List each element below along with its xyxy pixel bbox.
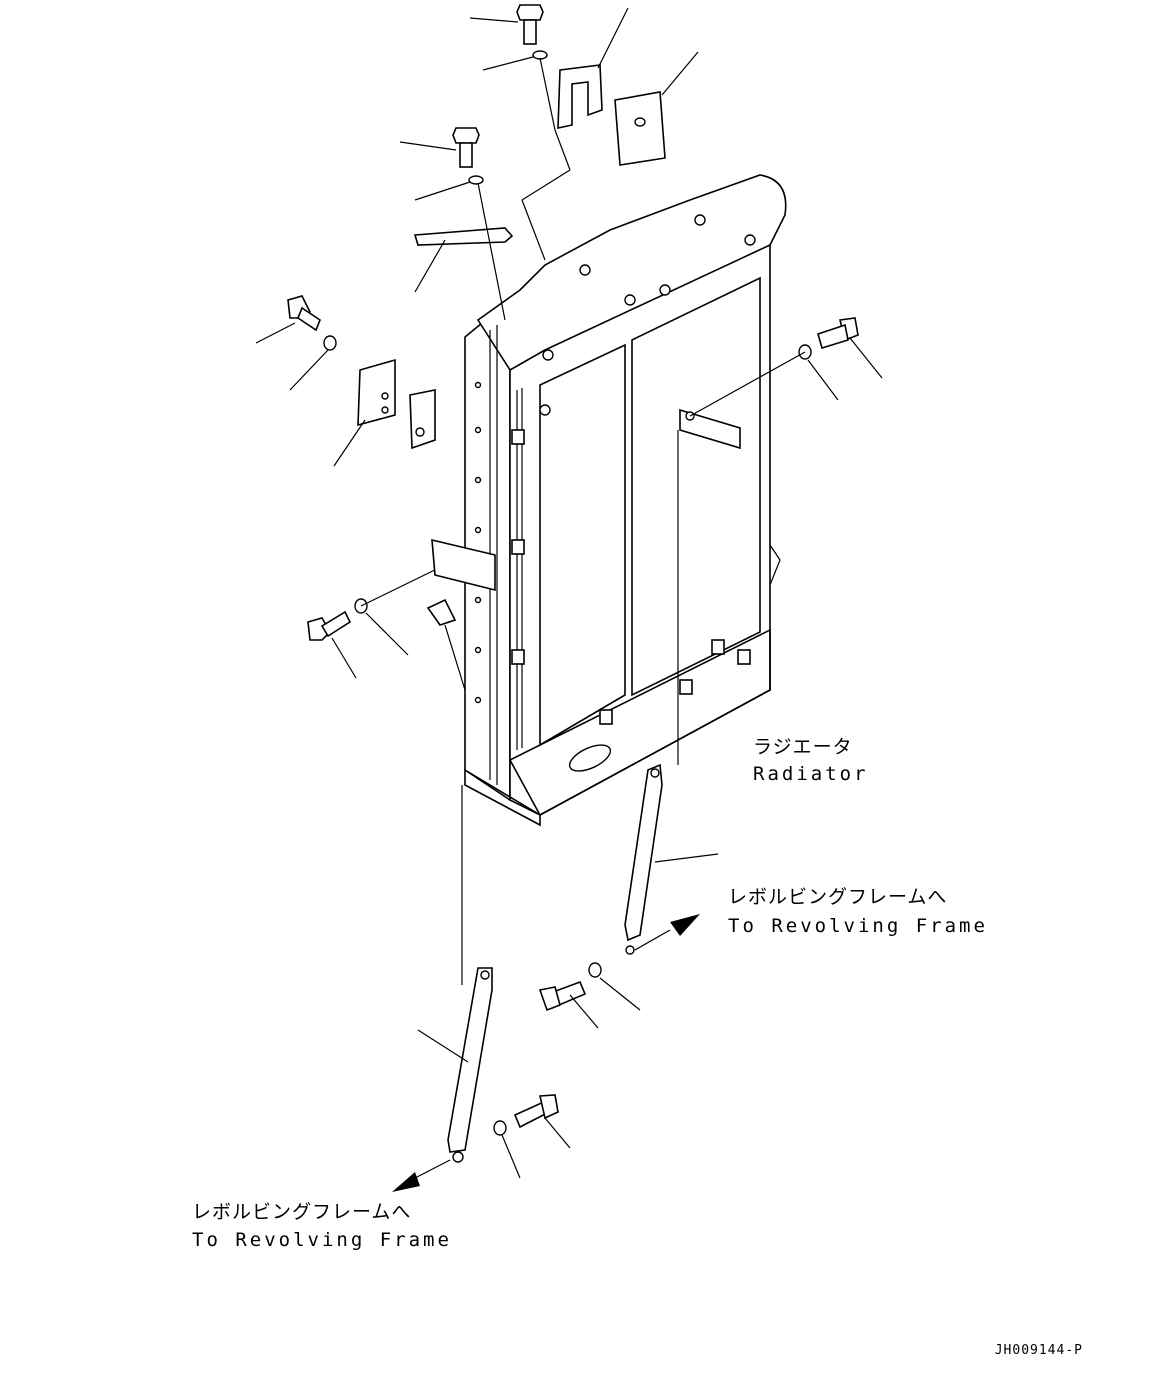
document-id: JH009144-P [994, 1343, 1083, 1358]
side-bracket [409, 389, 436, 450]
radiator-base [464, 768, 541, 827]
bolt-icon [516, 4, 544, 21]
mid-left-bracket [431, 538, 496, 592]
mounting-plate [614, 91, 666, 166]
right-plate [679, 408, 741, 450]
radiator-top-tank [476, 174, 787, 372]
top-mounting-hardware [413, 4, 666, 321]
stay-bar-left [447, 967, 493, 1153]
radiator-label-en: Radiator [753, 763, 869, 785]
right-stay-bar [538, 763, 700, 1012]
revolving-frame-left-label-en: To Revolving Frame [192, 1229, 452, 1251]
bolt-icon [307, 617, 331, 641]
mid-left-hardware [307, 538, 496, 691]
radiator-assembly [464, 174, 787, 827]
washer-icon [532, 50, 548, 60]
washer-icon [493, 1120, 507, 1136]
washer-icon [468, 175, 484, 185]
arrow-left-icon [392, 1172, 420, 1192]
leader-lines [255, 7, 883, 1179]
bolt-icon [452, 127, 480, 144]
revolving-frame-left-label-jp: レボルビングフレームへ [192, 1201, 412, 1223]
arrow-right-icon [670, 914, 700, 936]
drain-port [568, 744, 612, 772]
radiator-bottom-tank [508, 628, 771, 817]
stay-bar-right [624, 763, 663, 942]
side-plate [357, 358, 396, 427]
radiator-label-jp: ラジエータ [753, 736, 853, 758]
stay-rod [413, 227, 514, 246]
left-side-hardware [287, 295, 436, 450]
u-bracket [557, 64, 603, 129]
radiator-core-right [631, 276, 761, 697]
washer-icon [323, 335, 337, 351]
mid-clip [426, 598, 457, 626]
revolving-frame-right-label-en: To Revolving Frame [728, 915, 988, 937]
washer-icon [588, 962, 602, 978]
right-side-hardware [677, 317, 859, 765]
revolving-frame-right-label-jp: レボルビングフレームへ [728, 886, 948, 908]
radiator-core-left [539, 343, 626, 747]
left-stay-bar [392, 785, 559, 1192]
